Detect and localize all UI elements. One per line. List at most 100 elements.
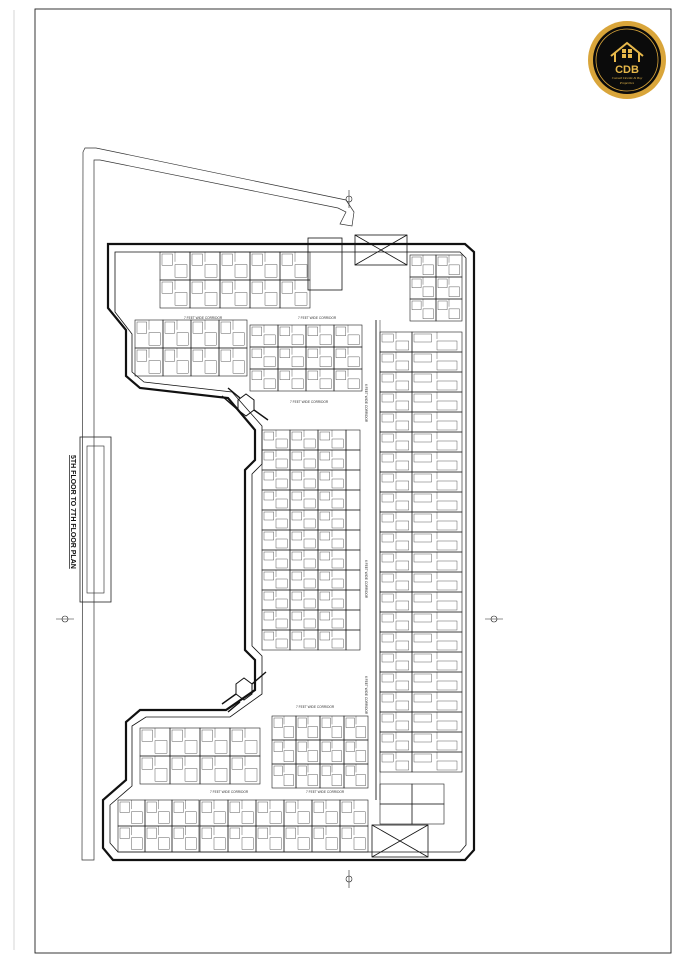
- room-cell: [395, 460, 409, 471]
- room-cell: [275, 538, 288, 549]
- room-cell: [436, 540, 458, 551]
- room-cell: [148, 360, 161, 374]
- room-cell: [307, 326, 318, 336]
- room-cell: [161, 253, 173, 266]
- drawing-frame: [13, 8, 672, 954]
- room-cell: [436, 580, 458, 591]
- room-cell: [381, 553, 394, 563]
- room-cell: [335, 370, 346, 380]
- room-cell: [303, 498, 316, 509]
- room-cell: [201, 757, 213, 770]
- room-cell: [131, 837, 143, 850]
- room-cell: [436, 640, 458, 651]
- room-cell: [191, 253, 203, 266]
- room-cell: [331, 750, 342, 762]
- room-cell: [303, 458, 316, 469]
- room-cell: [345, 717, 355, 728]
- room-cell: [275, 458, 288, 469]
- room-cell: [146, 827, 157, 839]
- room-cell: [395, 700, 409, 711]
- room-cell: [319, 511, 330, 521]
- room-cell: [413, 533, 432, 543]
- room-cell: [331, 578, 344, 589]
- room-cell: [381, 693, 394, 703]
- room-cell: [437, 278, 448, 288]
- room-cell: [395, 420, 409, 431]
- room-cell: [319, 491, 330, 501]
- room-cell: [395, 600, 409, 611]
- room-cell: [241, 837, 254, 850]
- room-cell: [291, 378, 304, 389]
- room-cell: [381, 493, 394, 503]
- room-cell: [321, 717, 331, 728]
- room-cell: [297, 837, 310, 850]
- room-cell: [395, 760, 409, 771]
- room-cell: [331, 518, 344, 529]
- room-cell: [413, 633, 432, 643]
- room-cell: [319, 631, 330, 641]
- company-logo: CDB Consult Decide & Buy Properties: [588, 21, 666, 99]
- room-cell: [232, 360, 245, 374]
- room-cell: [263, 591, 274, 601]
- room-cell: [355, 750, 366, 762]
- room-cell: [154, 768, 168, 782]
- room-cell: [331, 538, 344, 549]
- room-cell: [325, 837, 338, 850]
- room-cell: [119, 827, 130, 839]
- room-cell: [395, 720, 409, 731]
- room-cell: [173, 827, 184, 839]
- room-cell: [251, 326, 262, 336]
- room-cell: [164, 321, 175, 334]
- room-cell: [381, 373, 394, 383]
- room-cell: [185, 811, 197, 824]
- room-cell: [148, 332, 161, 346]
- room-cell: [291, 591, 302, 601]
- room-cell: [448, 264, 460, 275]
- room-cell: [291, 356, 304, 367]
- corridor-label-north-left: 7 FEET WIDE CORRIDOR: [184, 316, 223, 320]
- room-cell: [413, 573, 432, 583]
- room-cell: [345, 509, 361, 531]
- room-cell: [291, 431, 302, 441]
- room-cell: [244, 768, 258, 782]
- room-cell: [395, 620, 409, 631]
- room-cell: [413, 433, 432, 443]
- corridor-labels: 7 FEET WIDE CORRIDOR 7 FEET WIDE CORRIDO…: [184, 316, 368, 794]
- room-cell: [381, 413, 394, 423]
- room-cell: [436, 480, 458, 491]
- corridor-label-main-top: 6 FEET WIDE CORRIDOR: [364, 384, 368, 423]
- room-cell: [275, 598, 288, 609]
- room-cell: [273, 741, 283, 752]
- room-cell: [413, 733, 432, 743]
- room-cell: [341, 801, 352, 813]
- room-cell: [413, 673, 432, 683]
- room-cell: [422, 264, 434, 275]
- room-cell: [321, 741, 331, 752]
- room-cell: [335, 348, 346, 358]
- room-cell: [347, 378, 360, 389]
- room-cell: [136, 349, 147, 362]
- corridor-label-south-left: 7 FEET WIDE CORRIDOR: [210, 790, 249, 794]
- room-cell: [264, 292, 278, 306]
- room-cell: [436, 660, 458, 671]
- room-cell: [303, 638, 316, 649]
- room-cell: [213, 811, 226, 824]
- room-cell: [291, 611, 302, 621]
- room-cell: [413, 653, 432, 663]
- octagon-core-lower: [221, 671, 267, 713]
- room-cell: [281, 253, 293, 266]
- room-cell: [335, 326, 346, 336]
- room-cell: [275, 578, 288, 589]
- room-cell: [319, 334, 332, 345]
- room-cell: [436, 700, 458, 711]
- room-cell: [263, 571, 274, 581]
- room-cell: [291, 571, 302, 581]
- room-cell: [436, 600, 458, 611]
- room-cell: [269, 837, 282, 850]
- room-cell: [437, 300, 448, 310]
- room-cell: [269, 811, 282, 824]
- room-cell: [381, 353, 394, 363]
- room-cell: [448, 308, 460, 319]
- room-cell: [283, 750, 294, 762]
